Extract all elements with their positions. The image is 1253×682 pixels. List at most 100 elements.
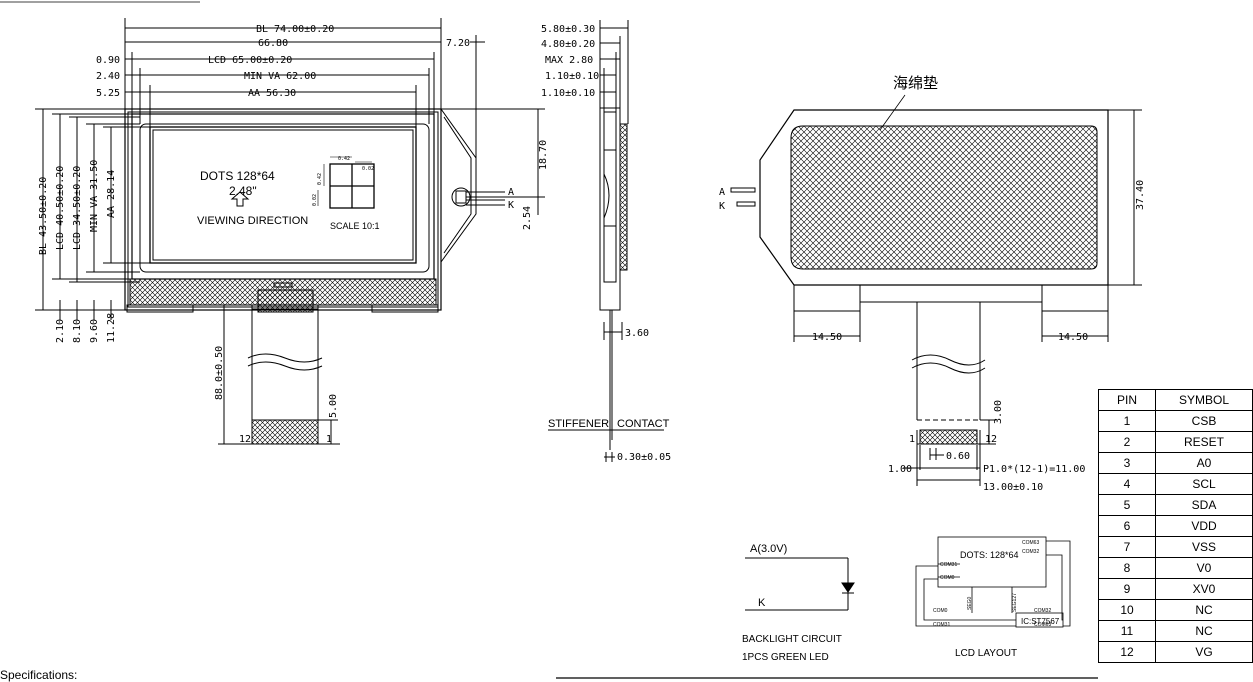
pixel-dim-4: 0.02 bbox=[312, 194, 318, 206]
dim-lcd-3450: LCD 34.50±0.20 bbox=[72, 166, 83, 250]
pin-symbol: VSS bbox=[1155, 536, 1253, 558]
back-led-k: K bbox=[719, 201, 725, 212]
pin-table-header: PIN SYMBOL bbox=[1098, 389, 1253, 411]
dim-lcd-height: LCD 40.50±0.20 bbox=[55, 166, 66, 250]
dim-lcd-width: LCD 65.00±0.20 bbox=[208, 55, 292, 66]
size-label: 2.48" bbox=[229, 184, 257, 198]
dim-100: 1.00 bbox=[888, 464, 912, 475]
pin-number: 8 bbox=[1098, 557, 1156, 579]
dim-back-left-1450: 14.50 bbox=[812, 332, 842, 343]
tail-length: 88.0±0.50 bbox=[214, 346, 225, 400]
dim-110-a: 1.10±0.10 bbox=[545, 71, 599, 82]
backlight-title: BACKLIGHT CIRCUIT bbox=[742, 634, 842, 645]
backlight-subtitle: 1PCS GREEN LED bbox=[742, 652, 829, 663]
lcd-layout bbox=[915, 536, 1071, 628]
layout-com0-a: COM0 bbox=[940, 575, 955, 581]
layout-com31-b: COM31 bbox=[933, 622, 950, 628]
layout-com32-b: COM32 bbox=[1034, 608, 1051, 614]
pin-symbol: XV0 bbox=[1155, 578, 1253, 600]
stiffener-label: STIFFENER bbox=[548, 418, 609, 430]
fpc-pin-12: 12 bbox=[239, 434, 251, 445]
contact-label: CONTACT bbox=[617, 418, 670, 430]
layout-com63-a: COM63 bbox=[1022, 540, 1039, 546]
pin-number: 1 bbox=[1098, 410, 1156, 432]
pin-symbol: NC bbox=[1155, 620, 1253, 642]
specifications-label: Specifications: bbox=[0, 668, 78, 682]
pin-number: 10 bbox=[1098, 599, 1156, 621]
dim-6680: 66.80 bbox=[258, 38, 288, 49]
dim-480: 4.80±0.20 bbox=[541, 39, 595, 50]
pin-symbol: CSB bbox=[1155, 410, 1253, 432]
side-view bbox=[548, 20, 664, 462]
dim-720: 7.20 bbox=[446, 38, 470, 49]
layout-com0-b: COM0 bbox=[933, 608, 948, 614]
scale-label: SCALE 10:1 bbox=[330, 221, 380, 231]
dim-360: 3.60 bbox=[625, 328, 649, 339]
layout-ic: IC:ST7567 bbox=[1021, 617, 1060, 626]
dim-min-va: MIN VA 62.00 bbox=[244, 71, 316, 82]
dim-1128: 11.28 bbox=[106, 313, 117, 343]
pin-symbol: SDA bbox=[1155, 494, 1253, 516]
pin-symbol: V0 bbox=[1155, 557, 1253, 579]
dim-030: 0.30±0.05 bbox=[617, 452, 671, 463]
dim-300: 3.00 bbox=[993, 400, 1004, 424]
viewing-direction-label: VIEWING DIRECTION bbox=[197, 215, 308, 227]
front-view bbox=[0, 1, 545, 445]
dim-back-right-1450: 14.50 bbox=[1058, 332, 1088, 343]
fpc-pin-1: 1 bbox=[326, 434, 332, 445]
dim-110-b: 1.10±0.10 bbox=[541, 88, 595, 99]
layout-dots: DOTS: 128*64 bbox=[960, 550, 1019, 560]
pin-number: 3 bbox=[1098, 452, 1156, 474]
pin-header: PIN bbox=[1098, 389, 1156, 411]
dim-max-280: MAX 2.80 bbox=[545, 55, 593, 66]
width-label: 13.00±0.10 bbox=[983, 482, 1043, 493]
dim-580: 5.80±0.30 bbox=[541, 24, 595, 35]
pin-number: 7 bbox=[1098, 536, 1156, 558]
anode-label: A(3.0V) bbox=[750, 543, 787, 555]
pin-symbol: SCL bbox=[1155, 473, 1253, 495]
pin-number: 11 bbox=[1098, 620, 1156, 642]
pin-number: 2 bbox=[1098, 431, 1156, 453]
dim-240: 2.40 bbox=[96, 71, 120, 82]
back-pin-12: 12 bbox=[985, 434, 997, 445]
dim-525: 5.25 bbox=[96, 88, 120, 99]
pixel-dim-3: 0.42 bbox=[317, 173, 323, 185]
led-a-label: A bbox=[508, 187, 514, 198]
dim-810: 8.10 bbox=[72, 319, 83, 343]
pixel-dim-2: 0.02 bbox=[362, 166, 374, 172]
pin-symbol: VDD bbox=[1155, 515, 1253, 537]
layout-com32-a: COM32 bbox=[1022, 549, 1039, 555]
layout-seg127: SEG127 bbox=[1012, 593, 1018, 612]
pitch-label: P1.0*(12-1)=11.00 bbox=[983, 464, 1085, 475]
back-led-a: A bbox=[719, 187, 725, 198]
pin-number: 6 bbox=[1098, 515, 1156, 537]
sponge-label: 海绵垫 bbox=[893, 75, 938, 92]
dim-3740: 37.40 bbox=[1135, 180, 1146, 210]
tail-end-dim: 5.00 bbox=[328, 394, 339, 418]
layout-seg0: SEG0 bbox=[967, 596, 973, 610]
pin-number: 9 bbox=[1098, 578, 1156, 600]
back-view bbox=[730, 109, 1142, 486]
dim-060: 0.60 bbox=[946, 451, 970, 462]
dots-label: DOTS 128*64 bbox=[200, 169, 275, 183]
backlight-circuit bbox=[745, 557, 855, 611]
pin-symbol: RESET bbox=[1155, 431, 1253, 453]
dim-090: 0.90 bbox=[96, 55, 120, 66]
dim-bl-width: BL 74.00±0.20 bbox=[256, 24, 334, 35]
dim-1870: 18.70 bbox=[538, 140, 549, 170]
layout-title: LCD LAYOUT bbox=[955, 648, 1017, 659]
dim-bl-height: BL 43.50±0.20 bbox=[38, 177, 49, 255]
dim-254: 2.54 bbox=[522, 206, 533, 230]
